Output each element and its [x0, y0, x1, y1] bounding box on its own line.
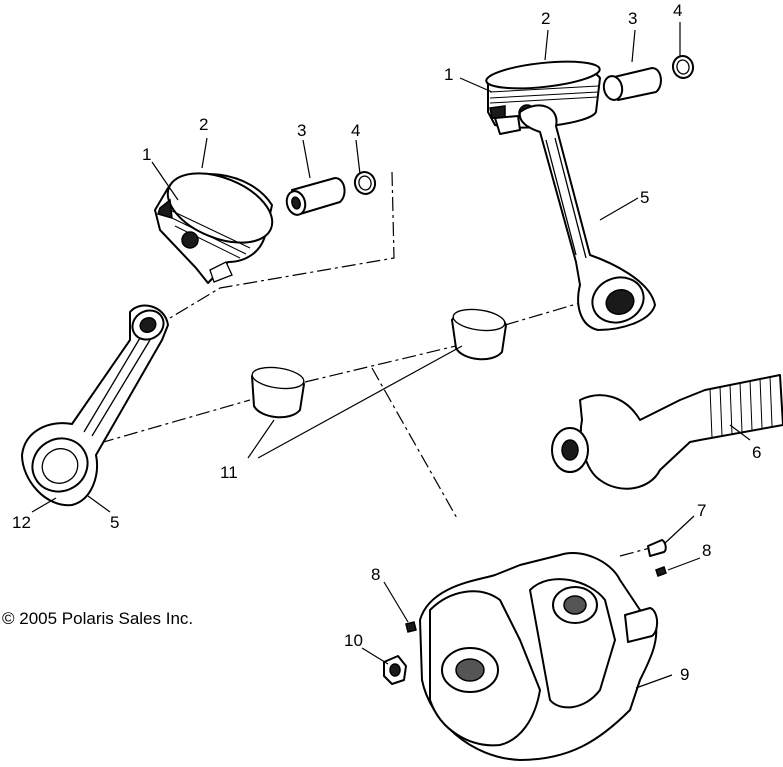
- callout-4-right: 4: [673, 1, 682, 20]
- callout-8-right: 8: [702, 541, 711, 560]
- callout-11: 11: [220, 463, 238, 482]
- circlip-left: [353, 171, 377, 195]
- piston-pin-right: [602, 67, 662, 101]
- dowel-pin: [647, 539, 667, 557]
- piston-left: [154, 172, 274, 284]
- crankshaft: [419, 552, 658, 761]
- callout-3-right: 3: [628, 9, 637, 28]
- callout-5-right: 5: [640, 188, 649, 207]
- callout-1-left: 1: [142, 145, 151, 164]
- circlip-right: [671, 55, 695, 79]
- phantom-lines: [99, 171, 651, 557]
- connecting-rod-left: [21, 304, 169, 507]
- callout-3-left: 3: [297, 121, 306, 140]
- callout-12: 12: [12, 513, 31, 532]
- oil-plug-left: [405, 621, 417, 633]
- callout-2-left: 2: [199, 115, 208, 134]
- crank-nut: [383, 655, 407, 685]
- copyright-notice: © 2005 Polaris Sales Inc.: [2, 609, 193, 628]
- callout-5-left: 5: [110, 513, 119, 532]
- leader-lines: [31, 22, 751, 689]
- callout-7: 7: [697, 501, 706, 520]
- callout-9: 9: [680, 665, 689, 684]
- rod-bearing-left: [251, 366, 305, 419]
- callout-6: 6: [752, 443, 761, 462]
- balance-shaft: [551, 374, 783, 490]
- callout-2-right: 2: [541, 9, 550, 28]
- oil-plug-right: [655, 566, 667, 577]
- connecting-rod-right: [518, 104, 656, 331]
- rod-bearing-right: [451, 308, 507, 361]
- callout-labels: 1 2 3 4 1 2 3 4 5 5 6 7 8 8 9 10 11 12: [12, 1, 761, 684]
- callout-10: 10: [344, 631, 363, 650]
- callout-1-right: 1: [444, 65, 453, 84]
- piston-right: [485, 60, 601, 135]
- callout-8-left: 8: [371, 565, 380, 584]
- callout-4-left: 4: [351, 121, 360, 140]
- piston-pin-left: [285, 177, 346, 216]
